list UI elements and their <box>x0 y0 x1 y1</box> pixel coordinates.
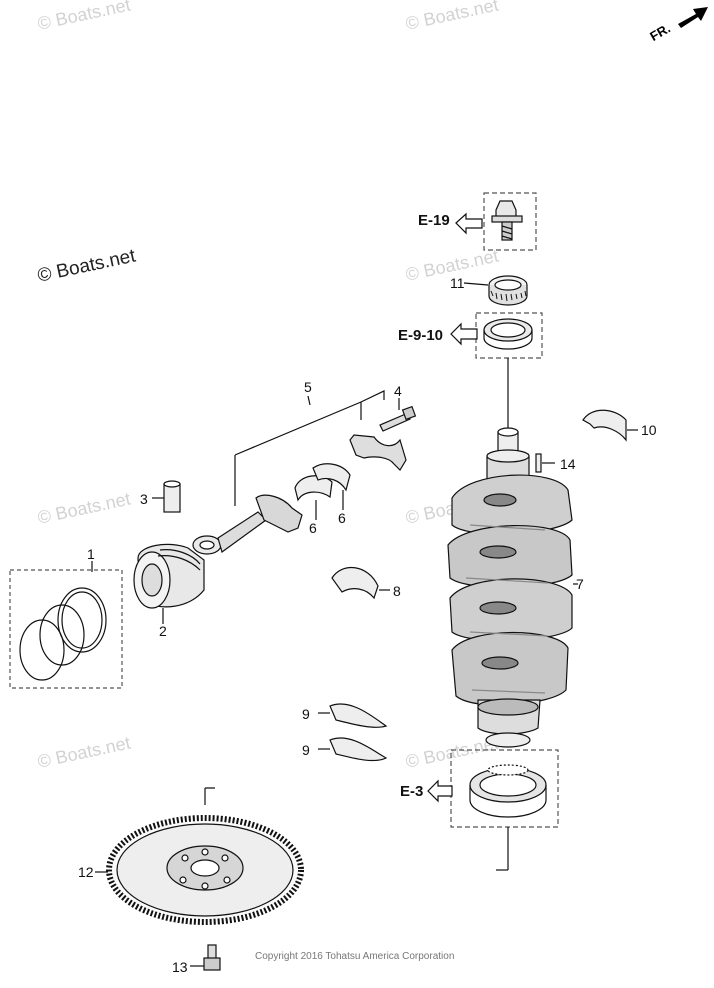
main-bearing-lower-1 <box>329 703 388 728</box>
callout-6a: 6 <box>309 520 317 536</box>
crank-gear <box>488 275 528 306</box>
flywheel-bolt <box>203 944 221 971</box>
arrow-e19 <box>455 212 483 235</box>
callout-9a: 9 <box>302 706 310 722</box>
reference-box-e19 <box>483 192 537 251</box>
crankshaft <box>447 427 573 748</box>
bearing-half-left <box>294 475 333 502</box>
reference-e19: E-19 <box>418 212 450 229</box>
thrust-bearing <box>582 409 627 442</box>
callout-1: 1 <box>87 546 95 562</box>
callout-6b: 6 <box>338 510 346 526</box>
callout-4: 4 <box>394 383 402 399</box>
callout-13: 13 <box>172 959 188 975</box>
crank-bolt <box>491 200 523 241</box>
callout-2: 2 <box>159 623 167 639</box>
oil-seal-upper <box>483 318 533 350</box>
reference-box-e910 <box>475 312 543 359</box>
reference-e3: E-3 <box>400 783 424 800</box>
callout-10: 10 <box>641 422 657 438</box>
callout-7: 7 <box>576 576 584 592</box>
callout-5: 5 <box>304 379 312 395</box>
callout-11: 11 <box>450 275 465 291</box>
piston-rings <box>9 569 123 689</box>
piston-pin <box>163 480 181 513</box>
flywheel <box>106 815 304 925</box>
main-bearing-lower-2 <box>329 737 388 762</box>
callout-12: 12 <box>78 864 94 880</box>
callout-bracket-5 <box>234 390 385 506</box>
oil-seal-lower <box>469 764 547 818</box>
arrow-e3 <box>427 779 453 803</box>
copyright-text: Copyright 2016 Tohatsu America Corporati… <box>255 951 455 962</box>
conrod-bolt <box>379 405 417 432</box>
connecting-rod <box>192 494 303 555</box>
reference-e910: E-9-10 <box>398 327 444 344</box>
bearing-half-right <box>312 463 351 492</box>
front-direction-arrow-icon <box>678 7 708 28</box>
callout-9b: 9 <box>302 742 310 758</box>
main-bearing-upper <box>331 566 379 600</box>
piston <box>133 543 205 609</box>
callout-8: 8 <box>393 583 401 599</box>
callout-3: 3 <box>140 491 148 507</box>
arrow-e910 <box>450 322 478 346</box>
crank-key <box>535 453 542 473</box>
conrod-cap <box>349 434 407 471</box>
callout-14: 14 <box>560 456 576 472</box>
